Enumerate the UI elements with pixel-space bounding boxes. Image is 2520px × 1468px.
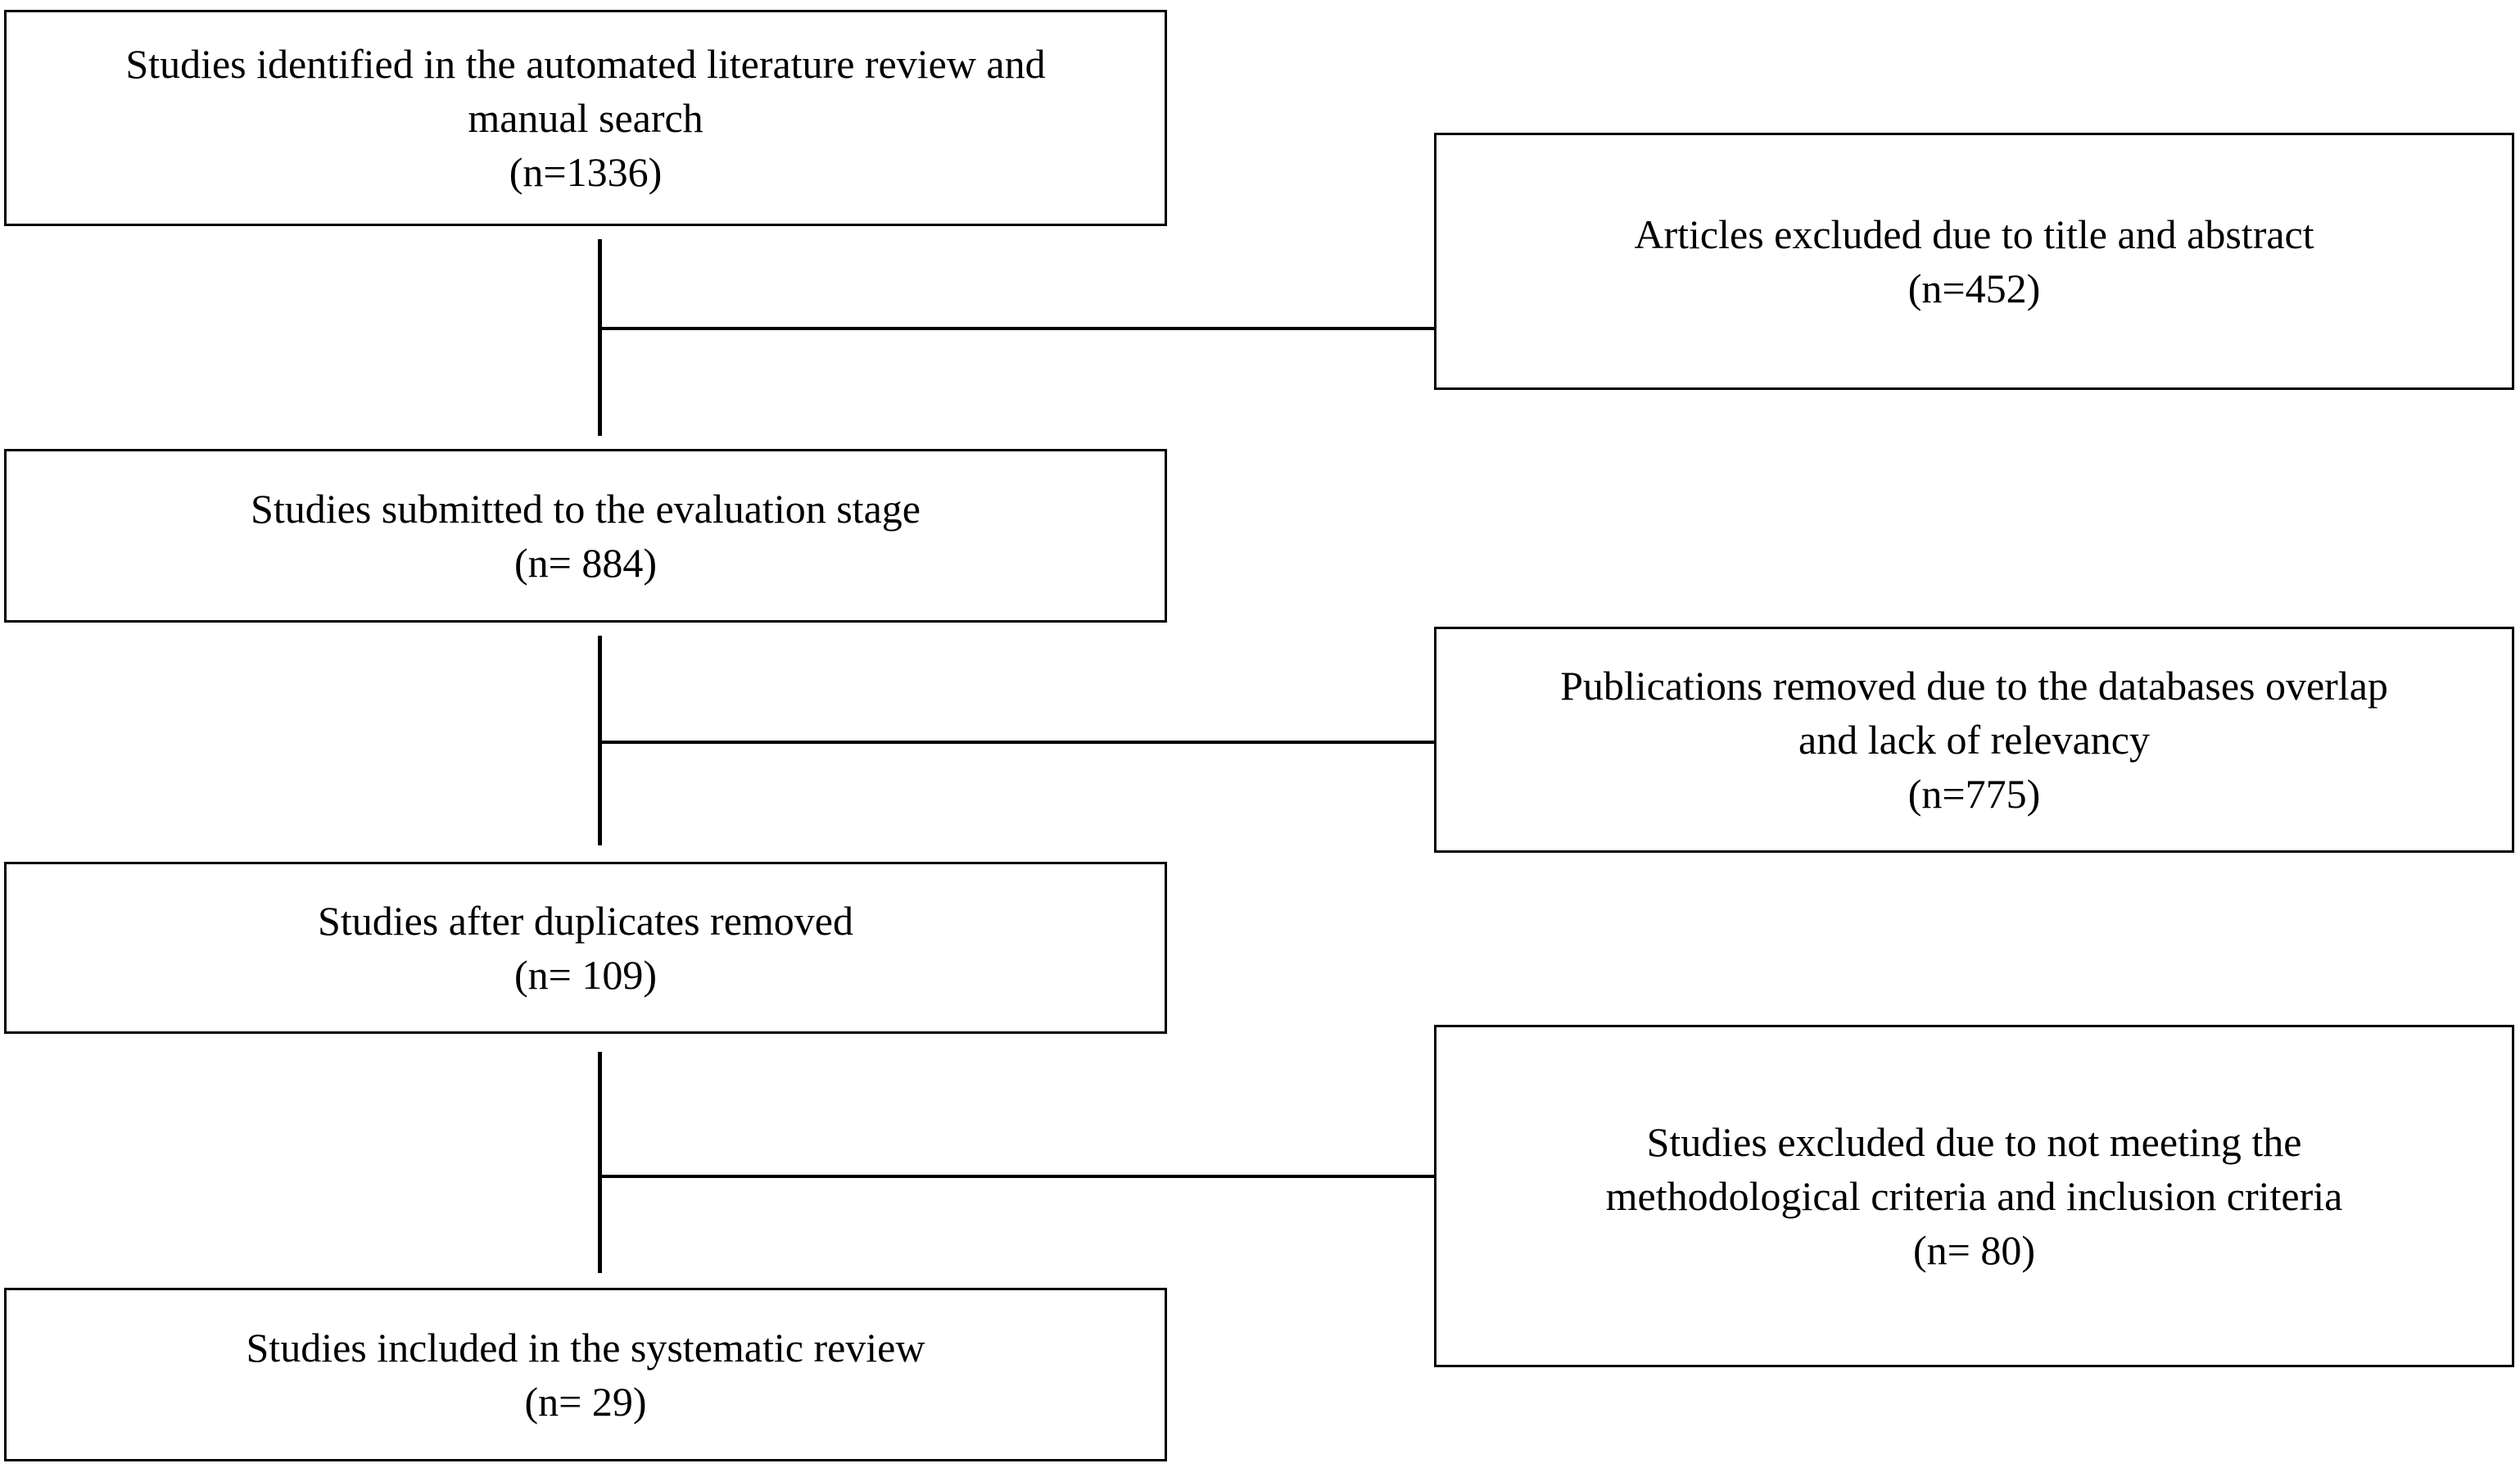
box-excluded-criteria-line1: Studies excluded due to not meeting the <box>1646 1119 2302 1165</box>
box-studies-included-line1: Studies included in the systematic revie… <box>246 1325 925 1371</box>
box-removed-overlap-line1: Publications removed due to the database… <box>1560 663 2388 709</box>
box-studies-after-duplicates-line1: Studies after duplicates removed <box>318 898 853 944</box>
box-studies-identified-line2: manual search <box>468 95 704 141</box>
box-studies-after-duplicates-count: (n= 109) <box>514 952 657 998</box>
connector-vertical-3 <box>598 1052 602 1273</box>
connector-vertical-1 <box>598 239 602 436</box>
box-studies-included-count: (n= 29) <box>524 1379 647 1425</box>
box-studies-identified-line1: Studies identified in the automated lite… <box>125 41 1046 87</box>
box-excluded-criteria-count: (n= 80) <box>1913 1227 2035 1273</box>
box-removed-overlap: Publications removed due to the database… <box>1434 627 2514 853</box>
box-studies-submitted: Studies submitted to the evaluation stag… <box>4 449 1167 623</box>
box-studies-submitted-count: (n= 884) <box>514 540 657 586</box>
box-removed-overlap-line2: and lack of relevancy <box>1798 717 2150 763</box>
box-excluded-criteria-line2: methodological criteria and inclusion cr… <box>1605 1173 2343 1219</box>
connector-branch-2 <box>599 741 1434 744</box>
box-removed-overlap-count: (n=775) <box>1907 771 2041 817</box>
box-excluded-title-abstract-count: (n=452) <box>1907 265 2041 311</box>
box-studies-identified-count: (n=1336) <box>509 149 663 195</box>
box-studies-identified: Studies identified in the automated lite… <box>4 10 1167 226</box>
box-studies-included: Studies included in the systematic revie… <box>4 1288 1167 1461</box>
connector-branch-3 <box>599 1175 1434 1178</box>
box-studies-after-duplicates: Studies after duplicates removed (n= 109… <box>4 862 1167 1034</box>
box-studies-submitted-line1: Studies submitted to the evaluation stag… <box>251 486 921 532</box>
box-excluded-criteria: Studies excluded due to not meeting the … <box>1434 1025 2514 1367</box>
connector-branch-1 <box>599 327 1434 330</box>
box-excluded-title-abstract: Articles excluded due to title and abstr… <box>1434 133 2514 390</box>
box-excluded-title-abstract-line1: Articles excluded due to title and abstr… <box>1634 211 2314 257</box>
